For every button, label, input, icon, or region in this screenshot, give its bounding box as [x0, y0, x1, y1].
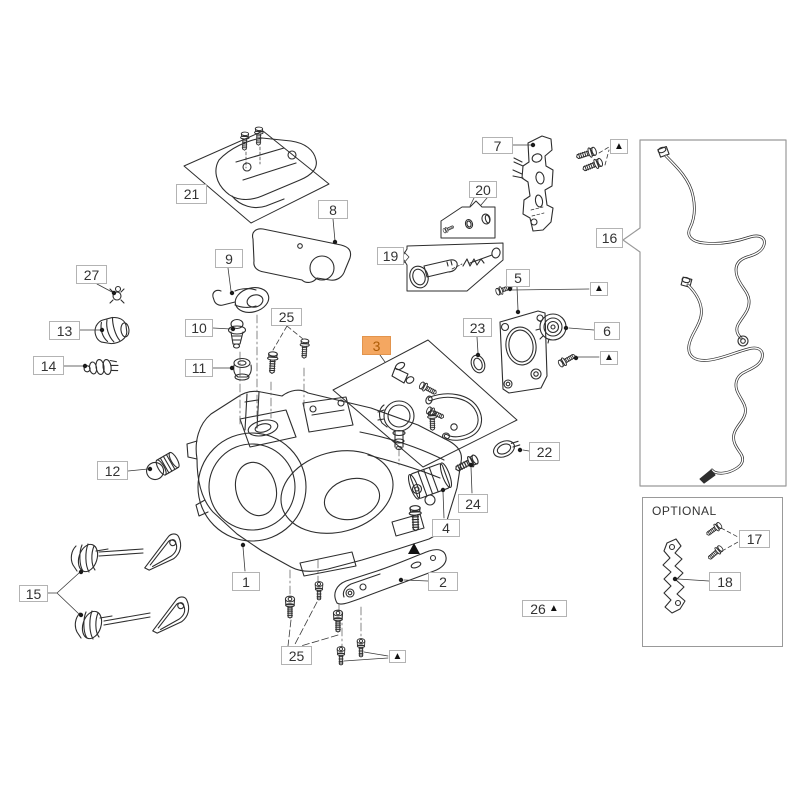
part-19-drawing: [401, 242, 504, 292]
optional-box-title: OPTIONAL: [652, 504, 717, 518]
part-label-3-highlighted[interactable]: 3: [362, 336, 391, 355]
part-21-drawing: [183, 126, 330, 224]
part-4-drawing: [407, 462, 453, 500]
triangle-marker-box-6: ▲: [600, 351, 618, 365]
part-label-25-top[interactable]: 25: [271, 308, 302, 326]
part-13-drawing: [94, 316, 130, 345]
part-label-20[interactable]: 20: [469, 181, 497, 198]
part-label-27[interactable]: 27: [76, 265, 107, 284]
part-label-2[interactable]: 2: [428, 572, 458, 591]
triangle-marker-box-bottom: ▲: [389, 650, 406, 663]
triangle-icon: ▲: [392, 650, 403, 662]
part-label-9[interactable]: 9: [215, 249, 243, 268]
part-label-23[interactable]: 23: [463, 318, 492, 337]
triangle-icon: ▲: [548, 602, 559, 614]
part-label-8[interactable]: 8: [318, 200, 348, 219]
triangle-marker-box-7: ▲: [610, 139, 628, 154]
part-label-21[interactable]: 21: [176, 184, 207, 204]
part-label-1[interactable]: 1: [232, 572, 260, 591]
part-24-drawing: [452, 452, 481, 475]
part-25-top-screws: [266, 338, 311, 375]
part-label-6[interactable]: 6: [594, 322, 620, 340]
part-5-drawing: [499, 310, 548, 394]
part-7-drawing: [512, 135, 605, 232]
part-label-4[interactable]: 4: [432, 519, 460, 537]
part-2-drawing: [334, 549, 447, 605]
part-1-drawing: [186, 389, 462, 577]
part-label-26[interactable]: 26▲: [522, 600, 567, 617]
part-14-drawing: [83, 359, 119, 376]
part-label-13[interactable]: 13: [49, 321, 80, 340]
part-label-11[interactable]: 11: [185, 359, 213, 377]
part-label-15[interactable]: 15: [19, 585, 48, 602]
part-16-drawing: [657, 145, 766, 484]
part-12-drawing: [146, 451, 180, 481]
part-label-5[interactable]: 5: [506, 269, 530, 287]
leader-lines: [47, 144, 739, 662]
part-9-drawing: [212, 287, 270, 313]
part-23-drawing: [470, 354, 486, 374]
optional-box: OPTIONAL: [642, 497, 783, 647]
part-label-7[interactable]: 7: [482, 137, 513, 154]
leader-dots: [78, 142, 678, 618]
triangle-marker-plain: [408, 543, 420, 554]
part-6-drawing: [535, 313, 567, 344]
part-label-25-bottom[interactable]: 25: [281, 646, 312, 665]
part-27-drawing: [109, 285, 125, 304]
part-label-12[interactable]: 12: [97, 461, 128, 480]
part-label-10[interactable]: 10: [185, 319, 213, 337]
part-label-24[interactable]: 24: [458, 494, 488, 513]
part-label-26-text: 26: [530, 600, 546, 617]
case-screws: [494, 282, 578, 369]
part-8-drawing: [252, 228, 352, 283]
part-20-drawing: [440, 200, 496, 239]
triangle-icon: ▲: [614, 140, 624, 152]
triangle-icon: ▲: [604, 352, 614, 363]
part-label-22[interactable]: 22: [529, 442, 560, 461]
parts-box-16: [622, 139, 787, 487]
part-label-18[interactable]: 18: [709, 572, 741, 591]
part-11-drawing: [233, 357, 252, 381]
part-label-14[interactable]: 14: [33, 356, 64, 375]
part-22-drawing: [492, 440, 521, 458]
part-18-drawing: [662, 538, 686, 614]
part-label-17[interactable]: 17: [739, 530, 770, 548]
part-10-drawing: [227, 318, 247, 349]
axis-lines: [239, 314, 400, 649]
triangle-marker-box-5: ▲: [590, 282, 608, 296]
part-label-16[interactable]: 16: [596, 228, 623, 248]
triangle-icon: ▲: [594, 283, 604, 294]
crankcase-mount-screw: [408, 410, 438, 532]
part-3-drawing: [332, 339, 518, 468]
part-15-drawing: [70, 533, 190, 640]
part-label-19[interactable]: 19: [377, 247, 404, 265]
